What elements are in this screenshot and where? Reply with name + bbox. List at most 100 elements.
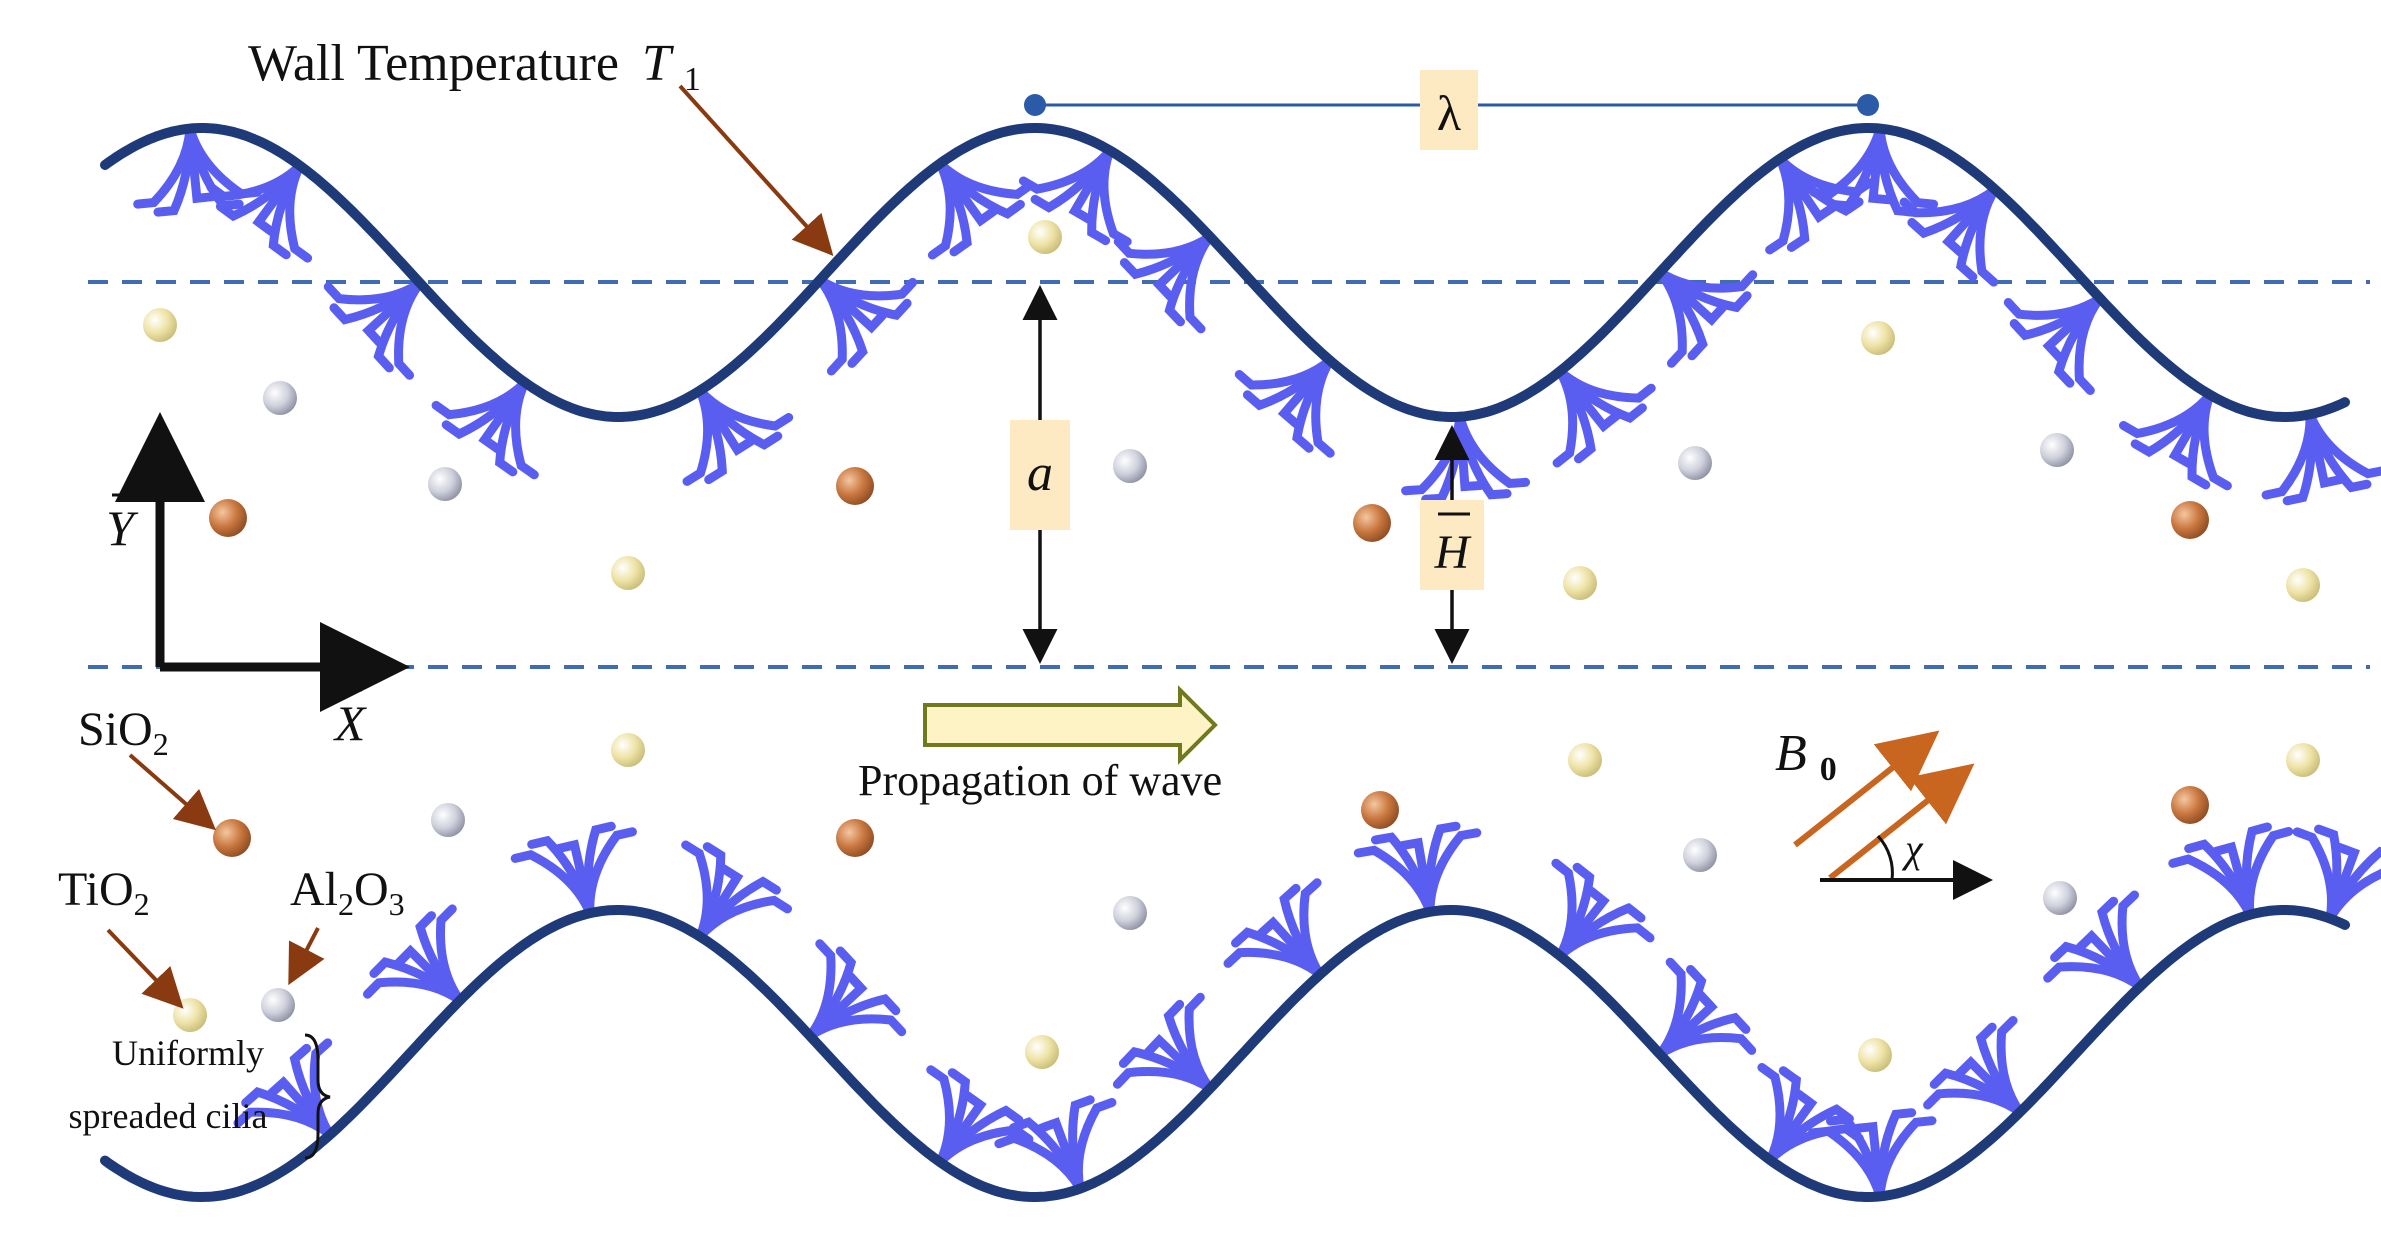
cilia-brace (304, 1033, 331, 1160)
cilium (363, 904, 465, 1005)
y-axis-label: Y (106, 500, 139, 556)
cilia-layer (133, 124, 2381, 1201)
cilium-strand (1551, 858, 1577, 961)
angle-label: χ (1901, 826, 1924, 871)
cilium (1353, 821, 1482, 917)
tio2-particle (1568, 743, 1602, 777)
wall-temperature-subscript: 1 (684, 61, 701, 98)
tio2-particle (1563, 566, 1597, 600)
cilium (2168, 822, 2294, 920)
cilium-strand (1757, 1063, 1785, 1165)
cilium-strand (681, 840, 712, 942)
cilium (1223, 878, 1325, 979)
coordinate-axes: Y X (106, 412, 410, 751)
cilium-strand (926, 1065, 954, 1167)
sio2-particle (836, 819, 874, 857)
svg-text:Wall Temperature T: Wall Temperature T 1 (248, 35, 701, 98)
al2o3-particle (261, 988, 295, 1022)
cilium-strand (1923, 1088, 2025, 1117)
cilium (1018, 146, 1132, 247)
tio2-particle (2286, 568, 2320, 602)
particle-legend: SiO2 TiO2 Al2O3 Uniformly spreaded cilia (58, 703, 405, 1160)
cilium-strand (1655, 267, 1758, 293)
cilium (510, 821, 637, 918)
cilium (926, 1065, 1034, 1167)
cilium (1401, 412, 1530, 504)
cilium (1552, 366, 1656, 468)
svg-text:B 0: B 0 (1775, 725, 1837, 788)
wall-temperature-arrow (678, 84, 834, 256)
cilium (1112, 992, 1215, 1094)
tio2-particle (1028, 220, 1062, 254)
cilium (1809, 124, 1939, 217)
tio2-particle (143, 308, 177, 342)
amplitude-indicator: a (1010, 285, 1070, 664)
cilium (1655, 957, 1757, 1059)
cilium-strand (1655, 957, 1686, 1059)
al2o3-particle (2043, 881, 2077, 915)
al2o3-particle (428, 467, 462, 501)
cilium (1923, 1016, 2025, 1117)
uniformly-label-line1: Uniformly (112, 1033, 264, 1073)
cilium-strand (511, 378, 539, 480)
al2o3-particle (2040, 433, 2074, 467)
al2o3-particle (1113, 449, 1147, 483)
cilium (2043, 890, 2145, 992)
al2o3-particle (431, 803, 465, 837)
cilium (2292, 824, 2381, 924)
cilium-strand (695, 386, 794, 431)
cilium (206, 161, 313, 263)
cilium (323, 278, 425, 380)
cilium-strand (1223, 947, 1325, 979)
wavelength-indicator: λ (1024, 70, 1879, 150)
cilium-strand (805, 939, 836, 1041)
cilium-strand (935, 159, 1035, 200)
cilium (2261, 409, 2381, 506)
cilium (2003, 293, 2105, 395)
wall-temperature-text: Wall Temperature (248, 35, 619, 92)
amplitude-label: a (1027, 445, 1053, 502)
x-axis-label: X (333, 695, 368, 751)
cilium-strand (1099, 146, 1132, 247)
al2o3-particle (1683, 838, 1717, 872)
cilium-strand (394, 278, 425, 380)
tio2-label: TiO2 (58, 863, 150, 922)
cilium-strand (2245, 827, 2294, 920)
sio2-particle (213, 819, 251, 857)
tio2-particle (1025, 1035, 1059, 1069)
cilium (927, 159, 1035, 260)
cilium (1234, 355, 1335, 458)
tio2-particle (1861, 321, 1895, 355)
b0-symbol: B (1775, 725, 1807, 782)
lower-wall (100, 905, 2350, 1203)
uniformly-label-line2: spreaded cilia (69, 1096, 268, 1136)
magnetic-field-indicator: B 0 χ (1775, 725, 1993, 900)
sio2-label: SiO2 (78, 703, 169, 762)
cilium-strand (1875, 124, 1939, 209)
cilium-strand (815, 275, 918, 301)
cilium-strand (2305, 409, 2381, 479)
cilium-strand (1311, 355, 1335, 458)
al2o3-particle (1678, 446, 1712, 480)
sio2-particle (2171, 786, 2209, 824)
cilium (681, 840, 792, 942)
cilium-strand (285, 161, 313, 263)
cilium-strand (1185, 232, 1215, 334)
half-width-indicator: H (1420, 425, 1484, 664)
cilium-strand (363, 977, 465, 1005)
propagation-arrow: Propagation of wave (858, 685, 1222, 805)
half-width-label: H (1434, 526, 1472, 579)
cilium (805, 939, 907, 1041)
sio2-particle (209, 499, 247, 537)
cilium (1807, 1108, 1937, 1201)
cilium (431, 378, 539, 480)
cilium-strand (2168, 854, 2255, 920)
cilium (1655, 267, 1758, 368)
tio2-particle (1858, 1038, 1892, 1072)
sio2-arrow (128, 753, 217, 831)
al2o3-arrow (288, 927, 325, 986)
propagation-label: Propagation of wave (858, 756, 1222, 805)
cilium-strand (2043, 962, 2145, 992)
